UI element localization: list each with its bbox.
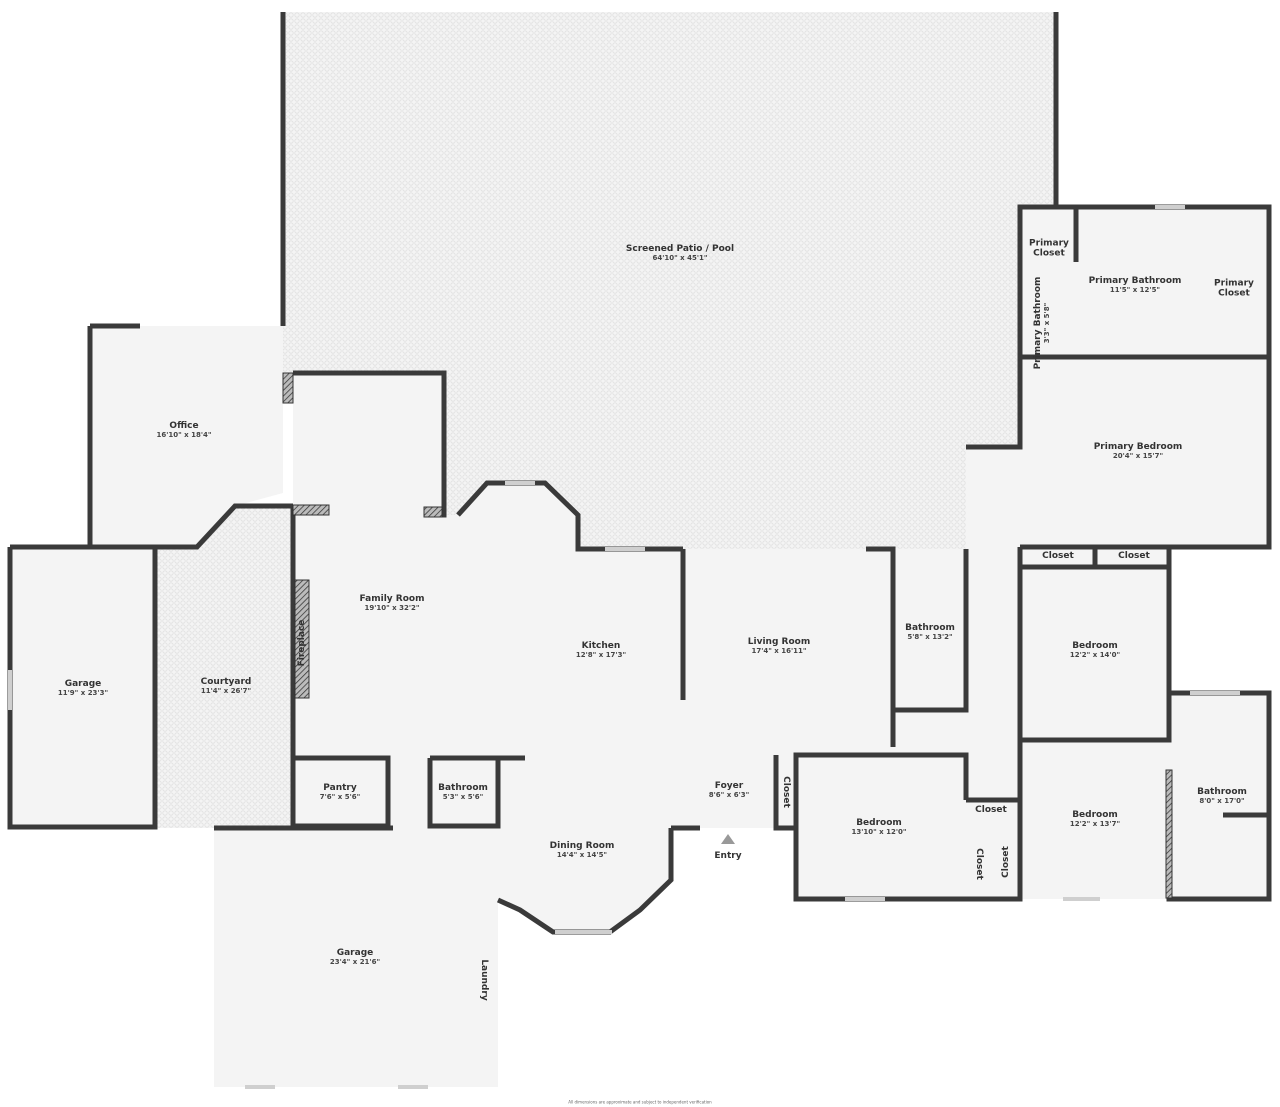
room-dims: 19'10" x 32'2" bbox=[364, 604, 420, 613]
room-dims: 11'5" x 12'5" bbox=[1109, 286, 1161, 295]
room-dims: 20'4" x 15'7" bbox=[1112, 452, 1164, 461]
entry-label: Entry bbox=[714, 851, 741, 861]
room-name: Screened Patio / Pool bbox=[625, 243, 735, 254]
room-name: Office bbox=[169, 420, 199, 431]
room-name: Dining Room bbox=[549, 840, 615, 851]
room-dims: 8'0" x 17'0" bbox=[1199, 797, 1245, 806]
room-name: Bathroom bbox=[438, 782, 488, 793]
room-name: Family Room bbox=[359, 593, 425, 604]
courtyard-floor bbox=[155, 506, 293, 828]
room-name: Fireplace bbox=[296, 619, 307, 667]
room-name: Closet bbox=[1042, 550, 1074, 561]
entry-arrow-icon bbox=[721, 834, 735, 844]
room-name: Bedroom bbox=[856, 817, 902, 828]
room-dims: 13'10" x 12'0" bbox=[851, 828, 907, 837]
room-dims: 11'9" x 23'3" bbox=[57, 689, 109, 698]
room-dims: 3'3" x 5'8" bbox=[1043, 302, 1052, 344]
room-name: Bedroom bbox=[1072, 640, 1118, 651]
room-dims: 12'8" x 17'3" bbox=[575, 651, 627, 660]
room-label-closet: Closet bbox=[1042, 551, 1074, 561]
garage-left-floor bbox=[10, 547, 155, 827]
room-name: Bedroom bbox=[1072, 809, 1118, 820]
office-floor bbox=[90, 326, 283, 547]
room-name: Closet bbox=[974, 848, 985, 880]
room-name: Closet bbox=[1118, 550, 1150, 561]
room-label-closet: Closet bbox=[781, 776, 791, 808]
room-name: Bathroom bbox=[905, 622, 955, 633]
primary-suite-floor bbox=[1020, 207, 1269, 547]
room-name: Pantry bbox=[323, 782, 357, 793]
room-name: Kitchen bbox=[581, 640, 621, 651]
room-dims: 5'3" x 5'6" bbox=[442, 793, 484, 802]
room-dims: 8'6" x 6'3" bbox=[708, 791, 750, 800]
room-dims: 11'4" x 26'7" bbox=[200, 687, 252, 696]
column bbox=[292, 504, 330, 516]
entry-text: Entry bbox=[714, 850, 742, 861]
room-label-closet: Closet bbox=[974, 848, 984, 880]
room-label-fireplace: Fireplace bbox=[297, 620, 307, 667]
room-name: Closet bbox=[975, 804, 1007, 815]
room-name: Primary Closet bbox=[1029, 238, 1069, 259]
room-label-primary-closet-2: Primary Closet bbox=[1212, 279, 1256, 300]
room-dims: 12'2" x 13'7" bbox=[1069, 820, 1121, 829]
patio-floor bbox=[283, 12, 1056, 549]
room-name: Laundry bbox=[479, 959, 490, 1001]
room-dims: 12'2" x 14'0" bbox=[1069, 651, 1121, 660]
room-dims: 17'4" x 16'11" bbox=[751, 647, 807, 656]
column bbox=[423, 506, 443, 518]
main-floor bbox=[214, 373, 1269, 1087]
room-name: Living Room bbox=[747, 636, 811, 647]
room-dims: 5'8" x 13'2" bbox=[907, 633, 953, 642]
room-name: Courtyard bbox=[200, 676, 252, 687]
room-label-primary-closet: Primary Closet bbox=[1027, 239, 1071, 260]
room-name: Closet bbox=[1000, 846, 1011, 878]
room-name: Primary Closet bbox=[1214, 278, 1254, 299]
room-name: Garage bbox=[64, 678, 102, 689]
room-dims: 16'10" x 18'4" bbox=[156, 431, 212, 440]
column bbox=[1165, 769, 1173, 899]
room-name: Primary Bathroom bbox=[1088, 275, 1182, 286]
room-label-laundry: Laundry bbox=[479, 959, 489, 1000]
room-name: Foyer bbox=[714, 780, 744, 791]
room-dims: 64'10" x 45'1" bbox=[652, 254, 708, 263]
room-dims: 14'4" x 14'5" bbox=[556, 851, 608, 860]
floors bbox=[10, 12, 1269, 1087]
windows bbox=[8, 205, 1240, 1089]
room-label-closet: Closet bbox=[1001, 846, 1011, 878]
fireplace-hatch bbox=[294, 579, 310, 699]
room-name: Bathroom bbox=[1197, 786, 1247, 797]
footer-note: All dimensions are approximate and subje… bbox=[568, 1099, 712, 1105]
room-label-closet: Closet bbox=[975, 805, 1007, 815]
room-name: Primary Bedroom bbox=[1093, 441, 1183, 452]
column bbox=[282, 372, 294, 404]
room-name: Closet bbox=[781, 776, 792, 808]
room-name: Garage bbox=[336, 947, 374, 958]
room-name: Primary Bathroom bbox=[1032, 276, 1043, 370]
room-label-closet: Closet bbox=[1118, 551, 1150, 561]
room-dims: 23'4" x 21'6" bbox=[329, 958, 381, 967]
room-dims: 7'6" x 5'6" bbox=[319, 793, 361, 802]
